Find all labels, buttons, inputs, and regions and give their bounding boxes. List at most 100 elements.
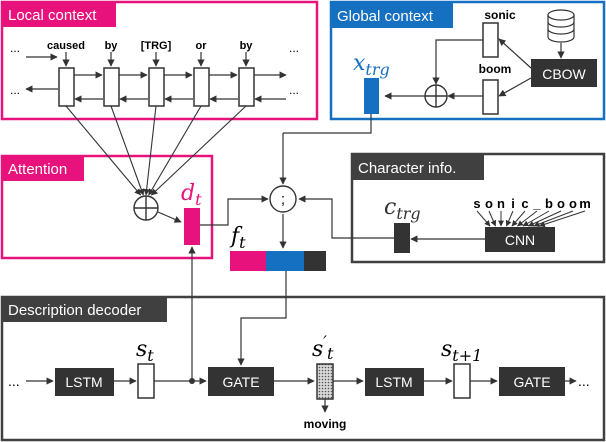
global-cell-sonic xyxy=(482,22,499,58)
global-sum-node xyxy=(424,84,448,108)
local-ellipsis-top-right: ... xyxy=(289,41,299,55)
c-trg-vector xyxy=(394,223,410,253)
global-cell-boom xyxy=(482,79,499,115)
c-trg-label: ctrg xyxy=(384,195,421,223)
local-word: by xyxy=(240,40,254,52)
char-token: o xyxy=(485,196,493,211)
s-t-cell xyxy=(137,363,155,399)
local-context-frame xyxy=(0,0,319,121)
char-token: b xyxy=(545,196,553,211)
local-cell xyxy=(238,67,255,107)
description-decoder-panel: Description decoder ... LSTM st GATE s′t… xyxy=(0,295,606,442)
s-t1-cell xyxy=(453,363,471,399)
f-t-segment-local xyxy=(230,251,266,271)
global-context-frame xyxy=(329,0,606,121)
local-word: or xyxy=(196,40,208,52)
attention-sum-node xyxy=(133,195,159,221)
local-ellipsis-top: ... xyxy=(10,41,20,55)
decoder-title: Description decoder xyxy=(8,302,141,319)
attention-input-arrow xyxy=(110,105,145,196)
f-t-segment-global xyxy=(266,251,304,271)
concat-symbol: ; xyxy=(281,191,285,208)
gate-label-2: GATE xyxy=(513,374,550,390)
cnn-box xyxy=(485,227,555,252)
c-trg-to-concat xyxy=(298,195,394,239)
char-to-cnn-arrow xyxy=(522,210,550,227)
x-trg-vector xyxy=(364,78,379,114)
s-prime-t-label: s′t xyxy=(312,332,334,363)
char-token: m xyxy=(579,196,591,211)
local-context-panel: Local context ... ... ... ... caused by [T… xyxy=(0,0,319,121)
lstm-label-1: LSTM xyxy=(65,374,102,390)
global-word-sonic: sonic xyxy=(484,8,516,22)
gate-box-2 xyxy=(499,367,565,396)
lstm-box-2 xyxy=(365,368,424,396)
s-t-label: st xyxy=(136,337,154,365)
decoder-ellipsis-right: ... xyxy=(578,373,590,389)
global-context-title-bg xyxy=(331,2,453,28)
output-word: moving xyxy=(304,417,347,431)
attention-input-arrows xyxy=(65,105,247,196)
attention-panel: Attention dt xyxy=(0,154,214,260)
global-context-panel: Global context CBOW sonic boom xtrg xyxy=(329,0,606,121)
global-word-boom: boom xyxy=(479,62,512,76)
cbow-box xyxy=(531,59,597,87)
decoder-ellipsis-left: ... xyxy=(8,373,20,389)
local-ellipsis-bottom: ... xyxy=(10,83,20,97)
concat-node: ; xyxy=(269,185,297,213)
s-prime-t-cell xyxy=(316,363,334,400)
char-token: o xyxy=(557,196,565,211)
lstm-box-1 xyxy=(55,368,114,396)
s-t1-label: st+1 xyxy=(441,337,482,365)
attention-title-bg xyxy=(2,156,84,181)
global-context-title: Global context xyxy=(337,8,434,25)
char-token: o xyxy=(569,196,577,211)
char-to-cnn-arrow xyxy=(488,210,497,227)
local-cell xyxy=(193,67,210,107)
char-to-cnn-arrow xyxy=(538,210,586,228)
decoder-frame xyxy=(0,295,606,442)
f-t-to-gate-line xyxy=(237,271,287,366)
d-t-label: dt xyxy=(181,181,202,209)
local-cell xyxy=(58,67,75,107)
character-info-title: Character info. xyxy=(358,160,456,177)
local-context-title: Local context xyxy=(8,7,97,24)
local-cell xyxy=(148,67,165,107)
attention-frame xyxy=(0,154,214,260)
attention-input-arrow xyxy=(148,105,202,196)
gate-box-1 xyxy=(208,367,274,396)
d-t-vector xyxy=(184,208,200,245)
char-to-cnn-arrow xyxy=(517,210,538,227)
char-token: i xyxy=(511,196,515,211)
character-info-title-bg xyxy=(352,154,484,180)
local-ellipsis-bottom-right: ... xyxy=(289,83,299,97)
char-token: _ xyxy=(532,196,541,211)
local-cell xyxy=(103,67,120,107)
attention-input-arrow xyxy=(65,105,142,196)
local-context-title-bg xyxy=(2,2,116,27)
decoder-title-bg xyxy=(2,297,167,322)
database-icon xyxy=(547,9,575,43)
char-to-cnn-arrow xyxy=(505,210,514,227)
cbow-label: CBOW xyxy=(542,66,586,82)
x-trg-label: xtrg xyxy=(353,51,390,79)
char-to-cnn-arrow xyxy=(476,210,491,227)
char-token: s xyxy=(473,196,480,211)
char-token: n xyxy=(497,196,505,211)
char-to-cnn-arrow xyxy=(533,210,574,227)
feature-vector: ft xyxy=(229,224,326,271)
attention-input-arrow xyxy=(143,105,157,196)
f-t-label: ft xyxy=(229,224,246,252)
local-word: caused xyxy=(47,40,85,52)
f-t-segment-char xyxy=(304,251,326,271)
local-word: [TRG] xyxy=(141,40,172,52)
attention-input-arrow xyxy=(150,105,247,196)
cnn-label: CNN xyxy=(505,232,535,248)
char-token: c xyxy=(521,196,528,211)
char-to-cnn-arrow xyxy=(511,210,526,227)
gate-label-1: GATE xyxy=(222,374,259,390)
